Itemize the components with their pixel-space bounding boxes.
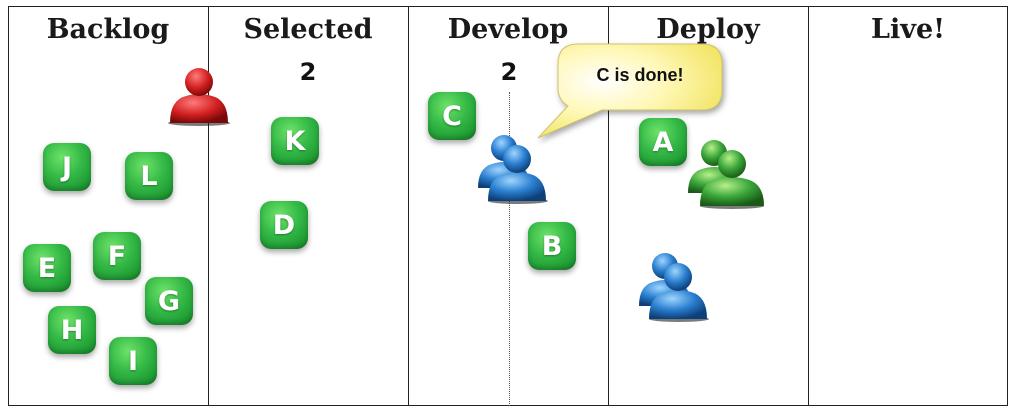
card-j[interactable]: J (43, 143, 91, 191)
speech-bubble-text: C is done! (596, 64, 684, 85)
card-f[interactable]: F (93, 232, 141, 280)
column-title-selected: Selected (243, 14, 373, 45)
green-people-group-icon (688, 140, 764, 209)
column-divider (408, 6, 409, 406)
blue-people-group-icon (639, 253, 709, 322)
red-person-icon (168, 68, 230, 126)
column-title-deploy: Deploy (656, 14, 760, 45)
column-title-backlog: Backlog (46, 14, 170, 45)
kanban-board (8, 6, 1008, 406)
column-divider (608, 6, 609, 406)
card-e[interactable]: E (23, 244, 71, 292)
card-c[interactable]: C (428, 92, 476, 140)
blue-people-group-icon (478, 135, 548, 204)
develop-split-line (509, 92, 510, 406)
card-i[interactable]: I (109, 337, 157, 385)
card-h[interactable]: H (48, 306, 96, 354)
speech-bubble-shape (537, 43, 723, 139)
card-d[interactable]: D (260, 201, 308, 249)
card-a[interactable]: A (639, 118, 687, 166)
card-g[interactable]: G (145, 277, 193, 325)
card-b[interactable]: B (528, 222, 576, 270)
card-l[interactable]: L (125, 152, 173, 200)
column-title-develop: Develop (447, 14, 569, 45)
column-divider (208, 6, 209, 406)
column-divider (808, 6, 809, 406)
wip-limit-develop: 2 (500, 58, 518, 86)
wip-limit-selected: 2 (299, 58, 317, 86)
column-title-live: Live! (871, 14, 945, 45)
card-k[interactable]: K (271, 117, 319, 165)
